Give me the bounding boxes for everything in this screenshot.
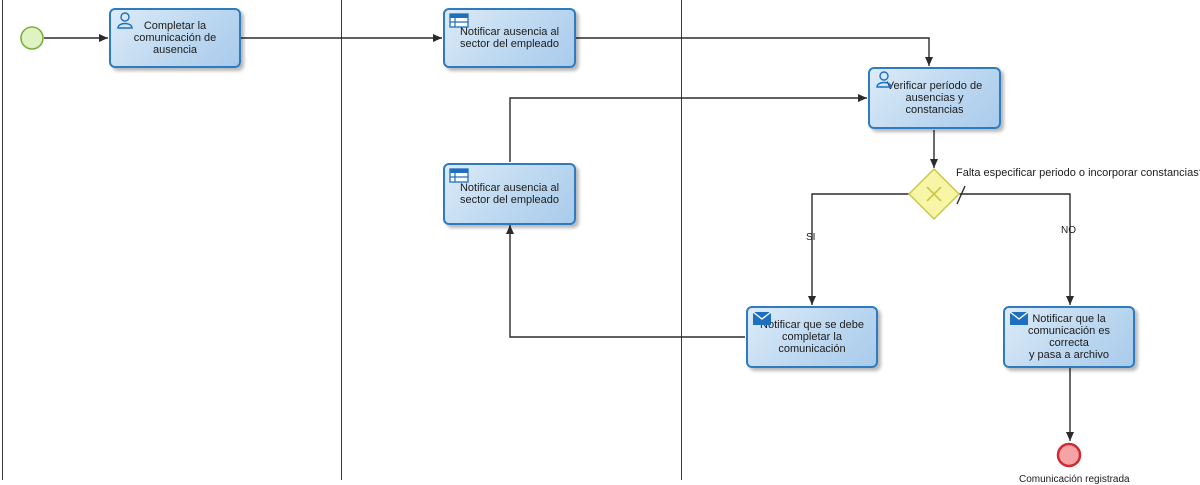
flow-label-no: NO xyxy=(1061,225,1076,236)
lane-divider-2 xyxy=(681,0,682,480)
task-completar-comunicacion[interactable]: Completar la comunicación de ausencia xyxy=(109,8,241,68)
lane-border-left xyxy=(2,0,3,480)
lane-divider-1 xyxy=(341,0,342,480)
task-notificar-correcta[interactable]: Notificar que la comunicación es correct… xyxy=(1003,306,1135,368)
exclusive-gateway xyxy=(907,167,961,221)
x-icon xyxy=(926,186,942,202)
task-verificar-periodo[interactable]: Verificar período de ausencias y constan… xyxy=(868,67,1001,129)
task-label: Notificar que la comunicación es correct… xyxy=(1028,313,1110,361)
flow-no-branch xyxy=(959,193,1074,305)
envelope-icon xyxy=(1009,310,1029,327)
end-event xyxy=(1056,442,1082,468)
flow-completar-to-notificar-mid xyxy=(506,225,745,338)
task-notificar-completar[interactable]: Notificar que se debe completar la comun… xyxy=(746,306,878,368)
task-notificar-ausencia-top[interactable]: Notificar ausencia al sector del emplead… xyxy=(443,8,576,68)
table-icon xyxy=(449,12,469,29)
envelope-icon xyxy=(752,310,772,327)
table-icon xyxy=(449,167,469,184)
flow-notificar-to-verificar xyxy=(576,37,933,66)
task-label: Notificar ausencia al sector del emplead… xyxy=(459,26,560,50)
start-event xyxy=(20,26,44,50)
user-icon xyxy=(874,71,894,88)
flow-yes-branch xyxy=(808,193,909,305)
user-icon xyxy=(115,12,135,29)
task-label: Completar la comunicación de ausencia xyxy=(133,20,217,56)
default-flow-marker xyxy=(956,185,966,205)
flow-label-si: SI xyxy=(806,232,816,243)
gateway-question-label: Falta especificar periodo o incorporar c… xyxy=(956,167,1200,179)
task-label: Verificar período de ausencias y constan… xyxy=(886,80,983,116)
task-label: Notificar ausencia al sector del emplead… xyxy=(459,182,560,206)
task-notificar-ausencia-mid[interactable]: Notificar ausencia al sector del emplead… xyxy=(443,163,576,225)
flow-notificar-mid-to-verificar xyxy=(509,94,867,162)
task-label: Notificar que se debe completar la comun… xyxy=(760,319,864,355)
